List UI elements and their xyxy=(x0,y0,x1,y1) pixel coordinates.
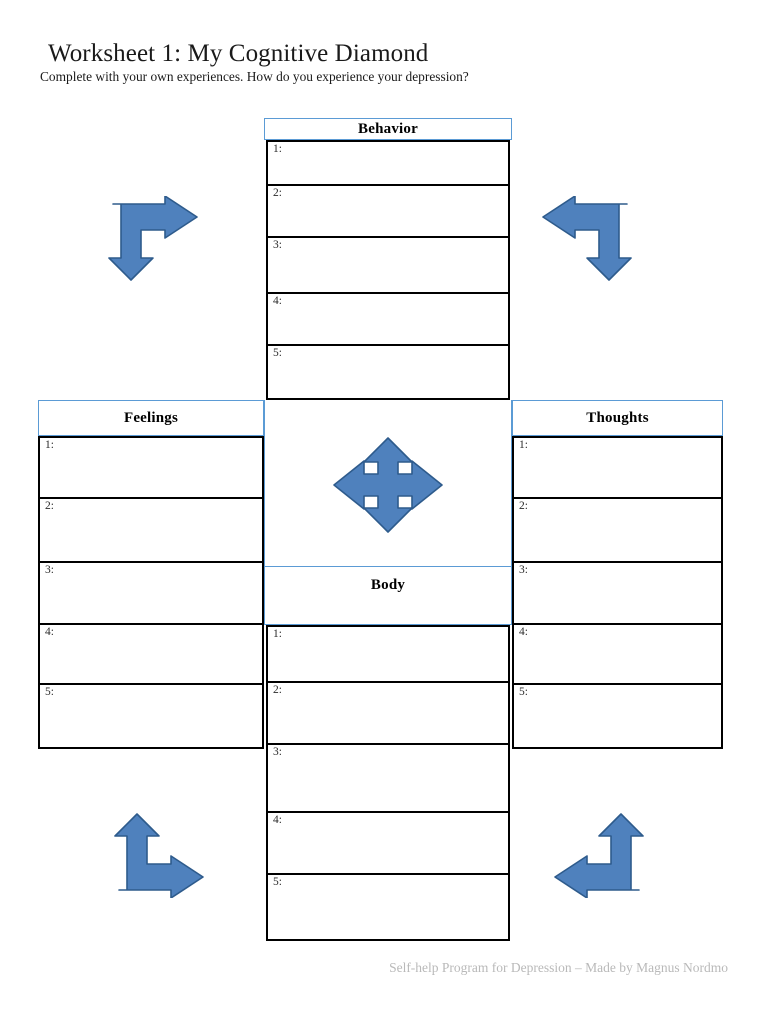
bent-arrow-up-right-icon xyxy=(110,812,208,898)
feelings-row-1-number: 1: xyxy=(45,439,54,451)
feelings-header: Feelings xyxy=(38,400,264,436)
thoughts-row-4-number: 4: xyxy=(519,626,528,638)
bent-arrow-left-down-icon xyxy=(538,196,636,282)
bent-arrow-right-down-icon xyxy=(104,196,202,282)
feelings-row-4-number: 4: xyxy=(45,626,54,638)
thoughts-row-5-number: 5: xyxy=(519,686,528,698)
body-row-2[interactable]: 2: xyxy=(266,681,510,745)
feelings-header-label: Feelings xyxy=(123,409,179,426)
thoughts-row-3-number: 3: xyxy=(519,564,528,576)
body-header: Body xyxy=(264,566,512,625)
thoughts-row-2[interactable]: 2: xyxy=(512,497,723,563)
behavior-header-label: Behavior xyxy=(358,120,418,137)
behavior-row-4-number: 4: xyxy=(273,295,282,307)
thoughts-row-3[interactable]: 3: xyxy=(512,561,723,625)
body-header-label: Body xyxy=(370,577,406,593)
page-subtitle: Complete with your own experiences. How … xyxy=(40,69,469,84)
thoughts-row-5[interactable]: 5: xyxy=(512,683,723,749)
feelings-row-5[interactable]: 5: xyxy=(38,683,264,749)
page-title: Worksheet 1: My Cognitive Diamond xyxy=(48,40,429,67)
behavior-row-3[interactable]: 3: xyxy=(266,236,510,294)
body-row-5-number: 5: xyxy=(273,876,282,888)
body-row-4[interactable]: 4: xyxy=(266,811,510,875)
feelings-row-2[interactable]: 2: xyxy=(38,497,264,563)
thoughts-row-4[interactable]: 4: xyxy=(512,623,723,685)
feelings-row-3[interactable]: 3: xyxy=(38,561,264,625)
footer-credit: Self-help Program for Depression – Made … xyxy=(389,960,728,975)
body-row-5[interactable]: 5: xyxy=(266,873,510,941)
four-way-arrow xyxy=(332,436,444,534)
behavior-row-2-number: 2: xyxy=(273,187,282,199)
feelings-row-3-number: 3: xyxy=(45,564,54,576)
feelings-row-4[interactable]: 4: xyxy=(38,623,264,685)
thoughts-row-2-number: 2: xyxy=(519,500,528,512)
thoughts-header-label: Thoughts xyxy=(586,409,649,426)
body-row-4-number: 4: xyxy=(273,814,282,826)
thoughts-row-1[interactable]: 1: xyxy=(512,436,723,499)
behavior-row-4[interactable]: 4: xyxy=(266,292,510,346)
bent-arrow-up-left-icon xyxy=(550,812,648,898)
behavior-row-2[interactable]: 2: xyxy=(266,184,510,238)
behavior-row-3-number: 3: xyxy=(273,239,282,251)
behavior-row-5-number: 5: xyxy=(273,347,282,359)
behavior-row-1[interactable]: 1: xyxy=(266,140,510,188)
behavior-row-5[interactable]: 5: xyxy=(266,344,510,400)
body-row-3[interactable]: 3: xyxy=(266,743,510,813)
feelings-row-2-number: 2: xyxy=(45,500,54,512)
body-row-2-number: 2: xyxy=(273,684,282,696)
thoughts-row-1-number: 1: xyxy=(519,439,528,451)
thoughts-header: Thoughts xyxy=(512,400,723,436)
feelings-row-1[interactable]: 1: xyxy=(38,436,264,499)
body-row-1[interactable]: 1: xyxy=(266,625,510,683)
behavior-header: Behavior xyxy=(264,118,512,140)
behavior-row-1-number: 1: xyxy=(273,143,282,155)
body-row-1-number: 1: xyxy=(273,628,282,640)
body-row-3-number: 3: xyxy=(273,746,282,758)
feelings-row-5-number: 5: xyxy=(45,686,54,698)
